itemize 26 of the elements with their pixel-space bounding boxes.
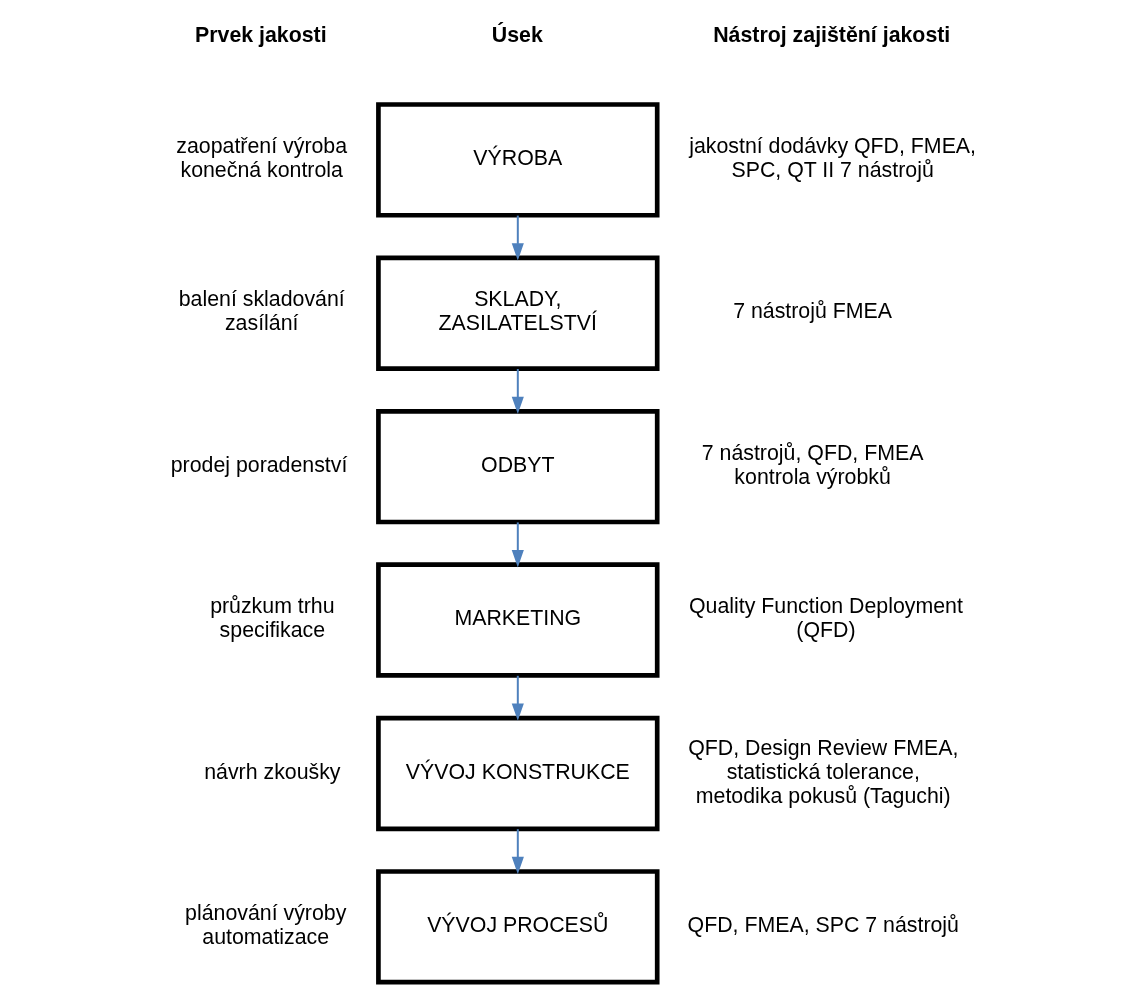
node-label: 7 nástrojů FMEA [733, 299, 893, 324]
node-label: Quality Function Deployment (QFD) [689, 594, 963, 643]
arrow [511, 368, 524, 414]
label: Úsek [491, 22, 543, 47]
label: Nástroj zajištění jakosti [713, 22, 951, 47]
node-label: návrh zkoušky [204, 759, 341, 784]
node-label: QFD, Design Review FMEA, statistická tolerance, metodika pokusů (Taguchi) [688, 735, 959, 808]
node-box: VÝVOJ PROCESŮ [376, 869, 660, 985]
node-box: SKLADY, ZASILATELSTVÍ [376, 255, 660, 371]
arrow [511, 828, 524, 875]
node-label: balení skladování zasílání [178, 287, 345, 336]
node-box: VÝROBA [376, 102, 660, 218]
node-label: jakostní dodávky QFD, FMEA, SPC, QT II 7 nástrojů [689, 133, 977, 182]
node-label: plánování výroby automatizace [185, 900, 347, 949]
arrow [511, 674, 524, 721]
node-label: zaopatření výroba konečná kontrola [176, 133, 348, 182]
node-label: prodej poradenství [170, 452, 348, 477]
arrow [511, 214, 524, 261]
label: Prvek jakosti [195, 22, 327, 47]
node-label: průzkum trhu specifikace [210, 594, 335, 643]
node-box: MARKETING [376, 562, 660, 678]
node-box: VÝVOJ KONSTRUKCE [376, 715, 660, 832]
node-box: ODBYT [376, 408, 660, 525]
arrow [511, 521, 524, 568]
node-label: 7 nástrojů, QFD, FMEA kontrola výrobků [701, 440, 924, 489]
node-label: QFD, FMEA, SPC 7 nástrojů [687, 912, 959, 937]
